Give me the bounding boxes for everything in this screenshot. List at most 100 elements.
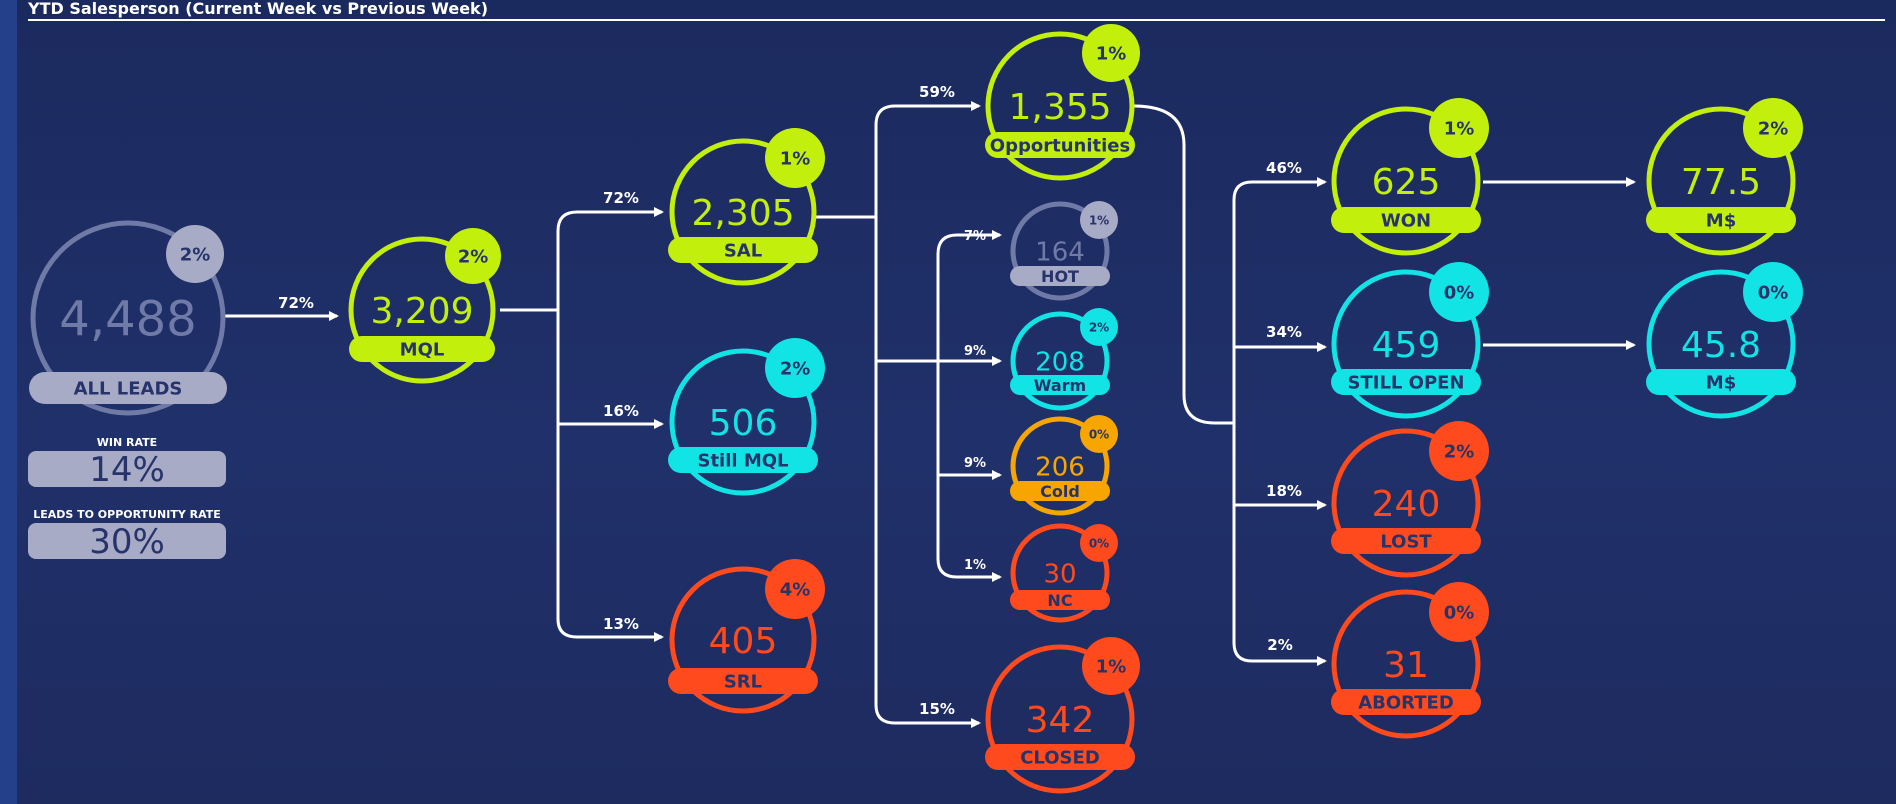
node-ring-sal: [669, 138, 817, 286]
change-badge-open-m: [1743, 262, 1803, 322]
node-label-sal: SAL: [724, 240, 762, 261]
node-label-pill-open-m: [1646, 369, 1796, 395]
change-badge-still-open: [1429, 262, 1489, 322]
node-ring-hot: [1010, 201, 1110, 301]
change-badge-closed: [1082, 637, 1140, 695]
node-label-won-m: M$: [1706, 210, 1736, 231]
change-badge-text-mql: 2%: [458, 246, 489, 267]
change-badge-text-closed: 1%: [1096, 656, 1127, 677]
change-badge-lost: [1429, 421, 1489, 481]
node-label-pill-still-open: [1331, 369, 1481, 395]
node-value-hot: 164: [1035, 237, 1085, 267]
opp-to-won-connector: [1232, 177, 1327, 423]
change-badge-text-aborted: 0%: [1444, 602, 1475, 623]
node-ring-still-mql: [669, 348, 817, 496]
node-label-pill-nc: [1010, 590, 1110, 610]
node-label-warm: Warm: [1034, 376, 1086, 395]
node-ring-nc: [1010, 523, 1110, 623]
edge-label-all-to-mql: 72%: [278, 294, 314, 312]
node-ring-aborted: [1331, 589, 1481, 739]
change-badge-nc: [1080, 524, 1118, 562]
edge-label-sal-to-warm: 9%: [964, 344, 986, 359]
node-value-closed: 342: [1026, 700, 1095, 741]
node-ring-won: [1331, 106, 1481, 256]
node-value-aborted: 31: [1383, 645, 1429, 686]
node-open-m: 45.8M$0%: [1646, 262, 1803, 419]
opp-to-aborted-connector: [1232, 423, 1327, 666]
mql-to-sal-connector: [556, 207, 664, 310]
opp-to-still-open-connector: [1232, 342, 1327, 423]
change-badge-mql: [445, 228, 501, 284]
node-label-aborted: ABORTED: [1358, 692, 1454, 713]
node-label-won: WON: [1381, 210, 1431, 231]
node-label-pill-opportunities: [985, 132, 1135, 158]
node-label-opportunities: Opportunities: [990, 135, 1130, 156]
change-badge-text-warm: 2%: [1089, 320, 1109, 334]
node-label-pill-still-mql: [668, 447, 818, 473]
edge-label-sal-to-opportunities: 59%: [919, 83, 955, 101]
node-value-srl: 405: [709, 621, 778, 662]
node-ring-opportunities: [985, 31, 1135, 181]
node-ring-closed: [985, 644, 1135, 794]
change-badge-won: [1429, 98, 1489, 158]
change-badge-text-cold: 0%: [1089, 427, 1109, 441]
node-ring-warm: [1010, 311, 1110, 411]
node-label-pill-won: [1331, 207, 1481, 233]
change-badge-aborted: [1429, 582, 1489, 642]
node-value-cold: 206: [1035, 452, 1085, 482]
node-label-lost: LOST: [1380, 531, 1432, 552]
opportunities-to-outcomes-connector: [1133, 104, 1234, 425]
node-value-mql: 3,209: [370, 291, 473, 332]
change-badge-text-hot: 1%: [1089, 213, 1109, 227]
node-ring-srl: [669, 566, 817, 714]
change-badge-text-lost: 2%: [1444, 441, 1475, 462]
edge-label-sal-to-hot: 7%: [964, 229, 986, 244]
node-label-open-m: M$: [1706, 372, 1736, 393]
edge-label-sal-to-cold: 9%: [964, 456, 986, 471]
node-ring-all-leads: [30, 220, 226, 416]
node-label-pill-all-leads: [29, 372, 227, 404]
node-label-pill-aborted: [1331, 689, 1481, 715]
node-ring-open-m: [1646, 269, 1796, 419]
change-badge-text-all-leads: 2%: [180, 244, 211, 265]
flow-percent-labels: 72%72%16%13%59%7%9%9%1%15%46%34%18%2%: [278, 83, 1302, 718]
change-badge-srl: [765, 559, 825, 619]
report-title: YTD Salesperson (Current Week vs Previou…: [28, 0, 488, 18]
change-badge-all-leads: [166, 225, 224, 283]
flow-connectors: [224, 101, 1636, 728]
edge-label-opp-to-lost: 18%: [1266, 482, 1302, 500]
lead-to-opportunity-value: 30%: [28, 523, 226, 561]
mql-to-srl-connector: [556, 310, 664, 642]
change-badge-warm: [1080, 308, 1118, 346]
node-value-won-m: 77.5: [1681, 162, 1761, 203]
node-label-pill-sal: [668, 237, 818, 263]
change-badge-hot: [1080, 201, 1118, 239]
change-badge-text-won-m: 2%: [1758, 118, 1789, 139]
change-badge-text-opportunities: 1%: [1096, 43, 1127, 64]
node-label-all-leads: ALL LEADS: [74, 378, 183, 399]
title-underline: [28, 19, 1885, 21]
change-badge-text-srl: 4%: [780, 579, 811, 600]
change-badge-sal: [765, 128, 825, 188]
node-label-cold: Cold: [1040, 482, 1080, 501]
change-badge-text-still-open: 0%: [1444, 282, 1475, 303]
node-value-sal: 2,305: [691, 193, 794, 234]
node-label-closed: CLOSED: [1020, 747, 1100, 768]
edge-label-opp-to-still-open: 34%: [1266, 323, 1302, 341]
edge-label-mql-to-sal: 72%: [603, 189, 639, 207]
node-label-still-open: STILL OPEN: [1348, 372, 1465, 393]
edge-label-opp-to-won: 46%: [1266, 159, 1302, 177]
node-label-pill-closed: [985, 744, 1135, 770]
lead-to-opportunity-label: LEADS TO OPPORTUNITY RATE: [33, 508, 221, 521]
node-value-won: 625: [1372, 162, 1441, 203]
